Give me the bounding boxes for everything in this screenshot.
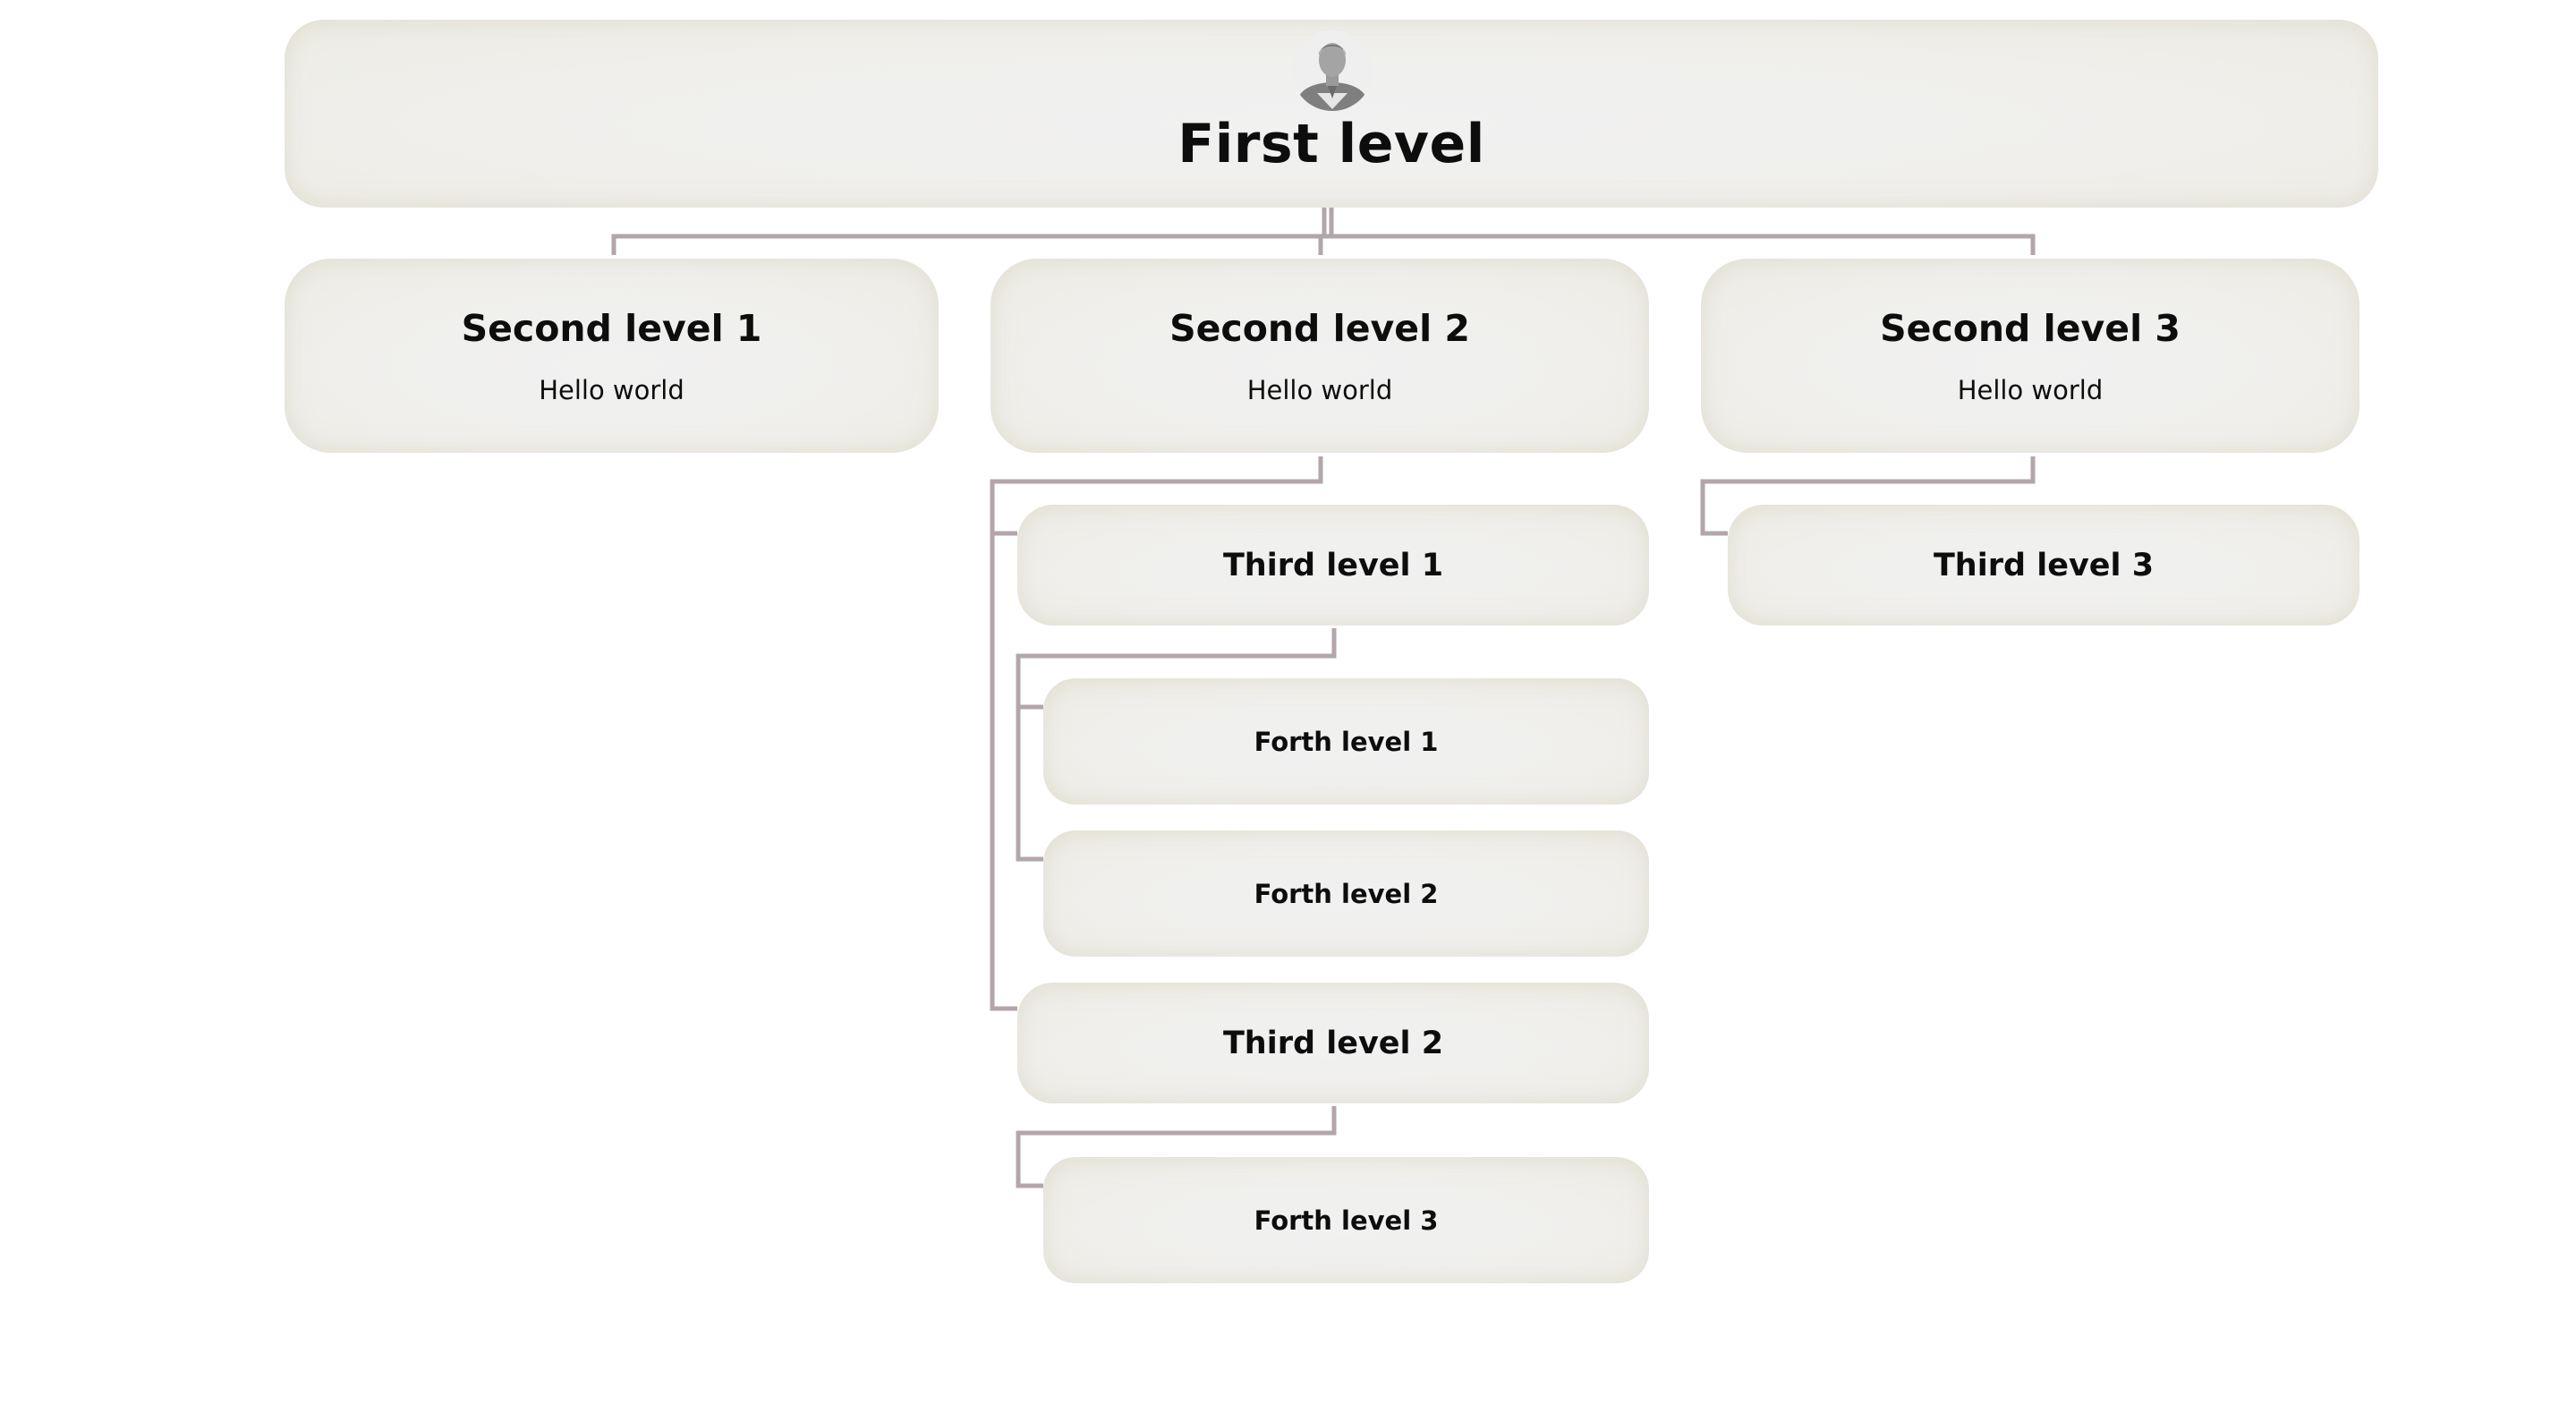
node-title: Third level 1 bbox=[1222, 547, 1444, 583]
node-subtitle: Hello world bbox=[1246, 374, 1393, 405]
node-title: Forth level 1 bbox=[1254, 726, 1439, 757]
connector-root bbox=[1322, 208, 1334, 236]
node-title: Forth level 2 bbox=[1254, 878, 1439, 909]
connector-second-bus bbox=[611, 234, 2036, 255]
node-title: Second level 1 bbox=[461, 306, 762, 350]
connector-t2-bus bbox=[1016, 1106, 1337, 1188]
node-second-level-1[interactable]: Second level 1 Hello world bbox=[285, 259, 939, 453]
node-subtitle: Hello world bbox=[539, 374, 684, 405]
node-third-level-1[interactable]: Third level 1 bbox=[1017, 505, 1649, 626]
node-title: Third level 2 bbox=[1222, 1025, 1444, 1061]
node-third-level-3[interactable]: Third level 3 bbox=[1728, 505, 2359, 626]
connector-t1-bus bbox=[1016, 628, 1337, 862]
connector-s2-bus bbox=[990, 456, 1323, 1011]
node-forth-level-2[interactable]: Forth level 2 bbox=[1043, 830, 1649, 957]
connector-s3-bus bbox=[1700, 456, 2036, 536]
node-second-level-3[interactable]: Second level 3 Hello world bbox=[1701, 259, 2359, 453]
node-third-level-2[interactable]: Third level 2 bbox=[1017, 983, 1649, 1103]
node-title: Second level 2 bbox=[1169, 306, 1470, 350]
node-title: Second level 3 bbox=[1880, 306, 2181, 350]
node-second-level-2[interactable]: Second level 2 Hello world bbox=[990, 259, 1649, 453]
user-avatar-icon bbox=[1292, 30, 1373, 111]
node-title: Third level 3 bbox=[1933, 547, 2155, 583]
node-subtitle: Hello world bbox=[1957, 374, 2104, 405]
node-title: First level bbox=[1177, 113, 1485, 175]
node-forth-level-1[interactable]: Forth level 1 bbox=[1043, 678, 1649, 805]
node-title: Forth level 3 bbox=[1254, 1205, 1439, 1236]
node-forth-level-3[interactable]: Forth level 3 bbox=[1043, 1157, 1649, 1283]
